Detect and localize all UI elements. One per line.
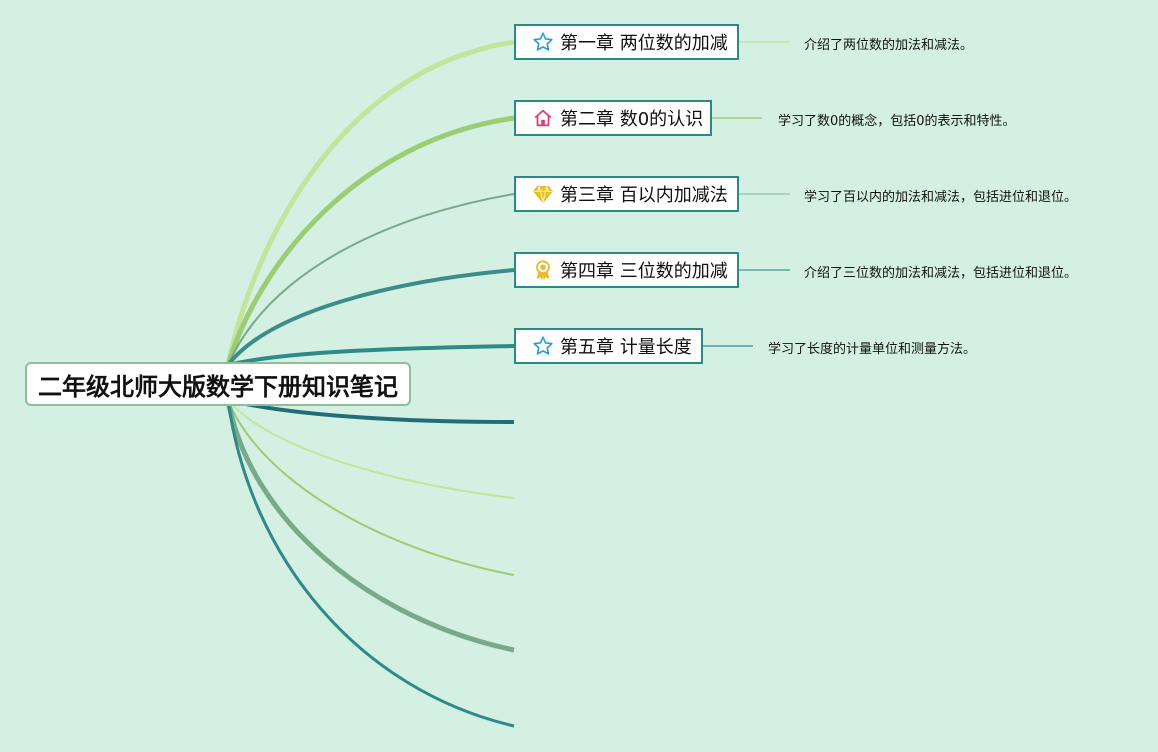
chapter-node-2[interactable]: 第二章 数0的认识: [514, 100, 712, 136]
chapter-note-4: 介绍了三位数的加法和减法，包括进位和退位。: [804, 266, 1078, 281]
chapter-label-2: 第二章 数0的认识: [560, 109, 704, 130]
branch-line-chapter-2: [225, 115, 515, 366]
branch-line-chapter-5: [227, 344, 515, 367]
chapter-label-4: 第四章 三位数的加减: [560, 261, 728, 282]
chapter-node-4[interactable]: 第四章 三位数的加减: [514, 252, 739, 288]
star-icon: [532, 335, 554, 357]
branch-line-chapter-1: [225, 39, 515, 366]
chapter-note-3: 学习了百以内的加法和减法，包括进位和退位。: [804, 190, 1078, 205]
branch-line-empty-4: [225, 399, 515, 653]
chapter-node-5[interactable]: 第五章 计量长度: [514, 328, 703, 364]
chapter-node-3[interactable]: 第三章 百以内加减法: [514, 176, 739, 212]
chapter-note-1: 介绍了两位数的加法和减法。: [804, 38, 974, 53]
chapter-node-1[interactable]: 第一章 两位数的加减: [514, 24, 739, 60]
chapter-note-5: 学习了长度的计量单位和测量方法。: [768, 342, 977, 357]
root-topic-title: 二年级北师大版数学下册知识笔记: [38, 372, 398, 401]
award-icon: [532, 259, 554, 281]
branch-line-empty-5: [226, 399, 515, 728]
house-icon: [532, 107, 554, 129]
branch-line-empty-3: [227, 399, 515, 576]
root-topic[interactable]: 二年级北师大版数学下册知识笔记: [25, 362, 411, 406]
chapter-label-1: 第一章 两位数的加减: [560, 33, 728, 54]
diamond-icon: [532, 183, 554, 205]
branch-line-chapter-3: [227, 193, 515, 366]
chapter-label-5: 第五章 计量长度: [560, 337, 692, 358]
branch-line-empty-2: [227, 399, 515, 499]
star-icon: [532, 31, 554, 53]
branch-line-empty-1: [227, 398, 515, 424]
branch-line-chapter-4: [226, 268, 515, 367]
chapter-label-3: 第三章 百以内加减法: [560, 185, 728, 206]
chapter-note-2: 学习了数0的概念，包括0的表示和特性。: [778, 114, 1016, 129]
